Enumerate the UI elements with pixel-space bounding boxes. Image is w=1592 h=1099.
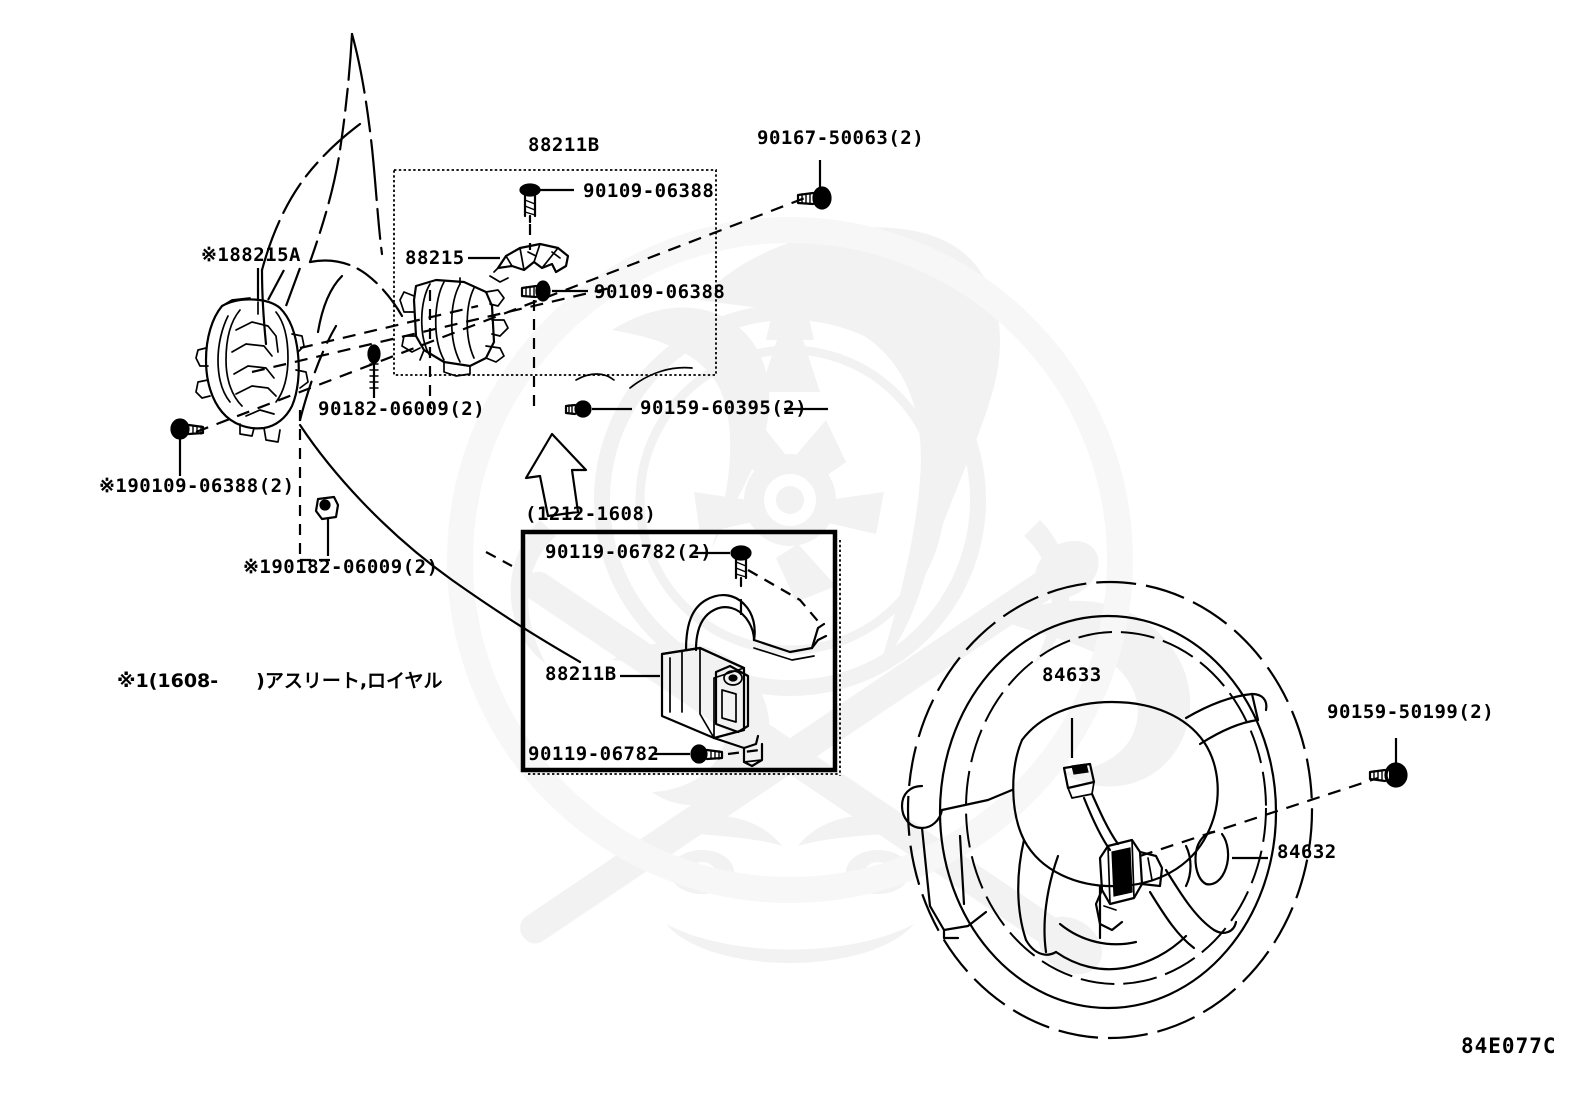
label-90119-06782-top: 90119-06782(2) — [545, 541, 713, 563]
part-84633-connector — [1062, 762, 1120, 852]
diagram-code: 84E077C — [1461, 1034, 1557, 1058]
label-84632: 84632 — [1277, 841, 1337, 863]
part-84632-right-pad — [1204, 832, 1230, 886]
label-88215A-code: 88215A — [229, 244, 301, 266]
lead-88215A-b — [267, 269, 285, 301]
reference-mark-1c: ※1 — [243, 556, 272, 578]
bolt-90167-50063 — [796, 160, 832, 210]
label-90159-50199: 90159-50199(2) — [1327, 701, 1495, 723]
screw-90109-06388-top — [519, 183, 541, 250]
footnote-reference-1: ※1(1608- )アスリート,ロイヤル — [117, 670, 443, 692]
label-90159-60395: 90159-60395(2) — [640, 397, 808, 419]
part-84632-switch — [1094, 838, 1164, 932]
label-90109-06388-mid: 90109-06388 — [594, 281, 726, 303]
label-190109-06388-code: 90109-06388(2) — [127, 475, 295, 497]
reference-mark-1b: ※1 — [99, 475, 128, 497]
screw-90119-06782-top — [694, 545, 823, 627]
panel-outline-curves — [260, 32, 404, 422]
label-90109-06388-top: 90109-06388 — [583, 180, 715, 202]
label-88215A: ※188215A — [201, 246, 301, 265]
label-90167-50063: 90167-50063(2) — [757, 127, 925, 149]
bolt-90159-50199 — [1368, 738, 1408, 788]
screw-90119-06782-bottom — [652, 744, 761, 764]
label-90119-06782-bottom: 90119-06782 — [528, 743, 660, 765]
assembly-axis-c — [299, 304, 479, 350]
lower-detail-box — [520, 529, 841, 776]
steering-wheel-assembly — [900, 580, 1408, 1040]
label-190109-06388: ※190109-06388(2) — [99, 477, 295, 496]
part-88211B-sensor-lower — [660, 594, 828, 768]
label-88211B-lower: 88211B — [545, 663, 617, 685]
label-84633: 84633 — [1042, 664, 1102, 686]
label-88215: 88215 — [405, 247, 465, 269]
direction-arrow — [524, 432, 588, 518]
part-88215A-bracket — [195, 297, 309, 443]
screw-90182-06009 — [367, 344, 381, 398]
label-upper-box-title: 88211B — [528, 134, 600, 156]
label-lower-box-date-range: (1212-1608) — [525, 503, 657, 525]
lead-88215A-c — [284, 267, 302, 307]
axis-bolt-84632 — [1139, 776, 1379, 858]
label-190182-06009: ※190182-06009(2) — [243, 558, 439, 577]
harness-curve — [298, 423, 582, 664]
lead-into-lower-box — [485, 551, 513, 567]
part-88211B-sensor-upper — [399, 277, 509, 377]
upper-detail-box — [393, 169, 717, 376]
clip-190182-06009 — [314, 495, 340, 556]
bolt-90109-06388-left — [170, 418, 205, 476]
reference-mark-1: ※1 — [201, 244, 230, 266]
screw-90159-60395 — [564, 400, 828, 418]
label-190182-06009-code: 90182-06009(2) — [271, 556, 439, 578]
screw-90109-06388-mid — [520, 280, 551, 302]
part-88215-bracket — [489, 242, 570, 283]
label-90182-06009: 90182-06009(2) — [318, 398, 486, 420]
